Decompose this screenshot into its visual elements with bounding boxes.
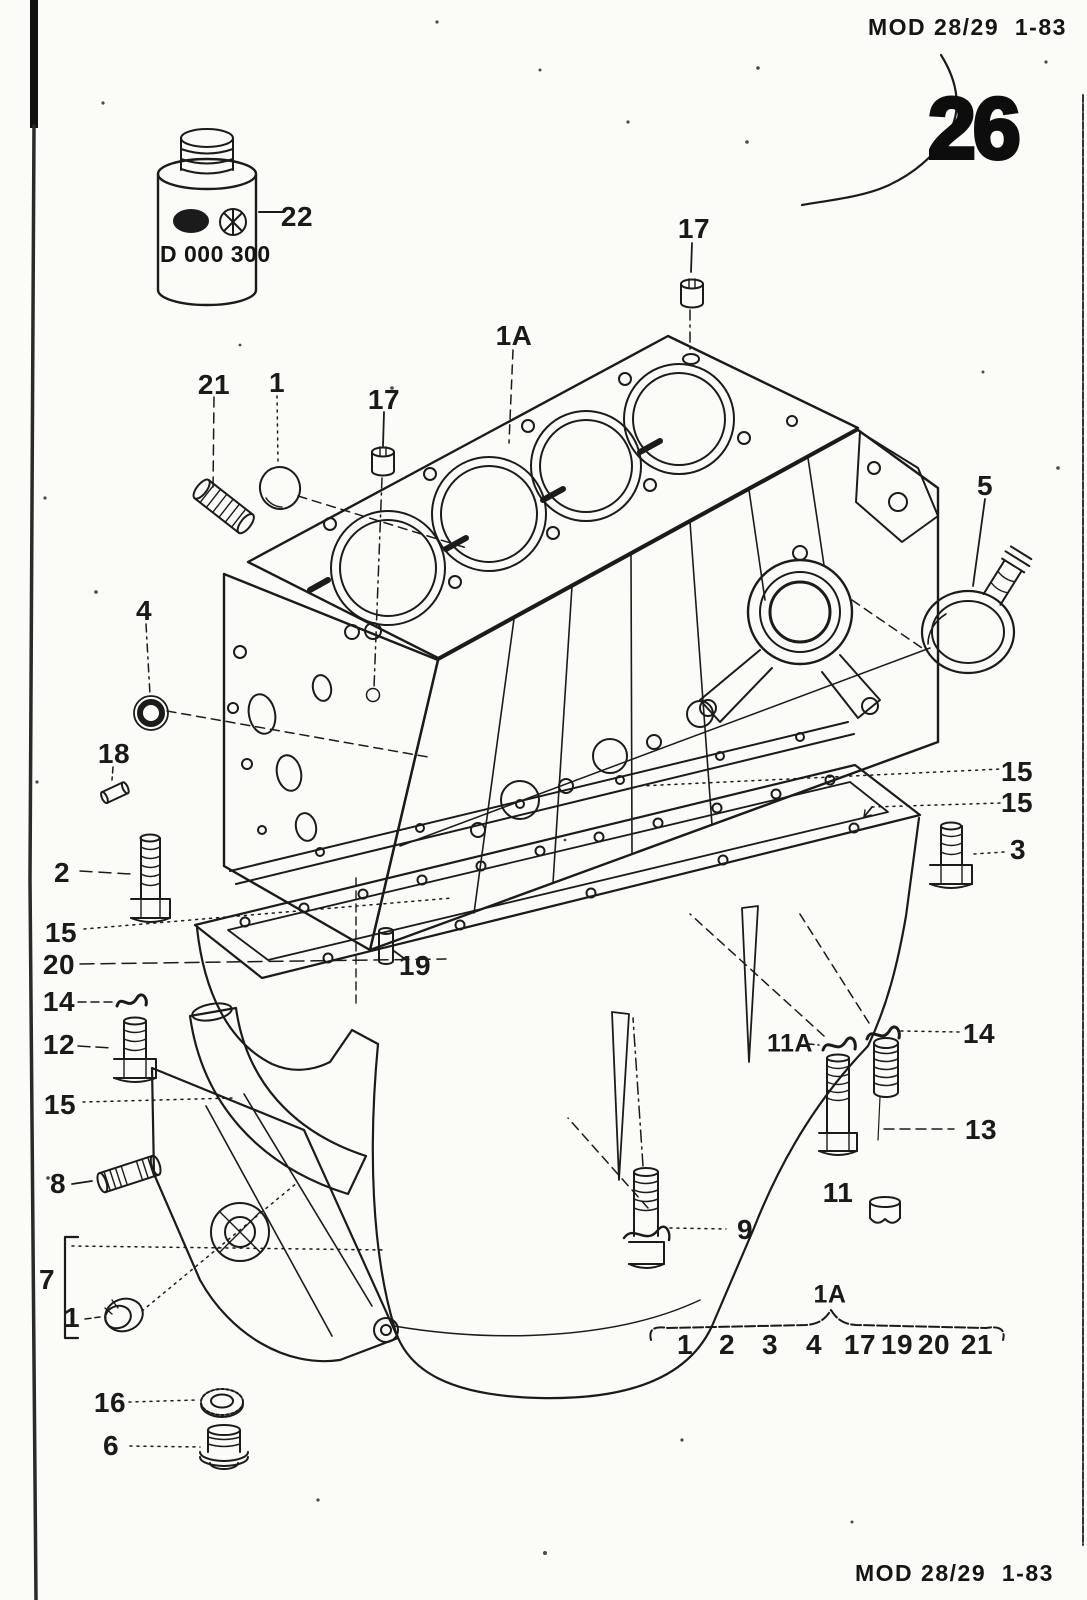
head-gasket-drawing [246,334,860,660]
dowel-17-top-drawing [680,278,704,309]
pin-19-drawing [378,927,394,965]
callout-17-mid: 17 [367,384,401,415]
oil-pan-drawing [195,816,921,1400]
crank-seal-flange [699,545,881,723]
bolt-12-drawing [113,1016,157,1083]
callout-15-right-upper: 15 [1000,756,1034,787]
callout-11: 11 [822,1177,854,1208]
left-scan-bar [28,0,38,1600]
legend-item-2: 2 [718,1329,736,1360]
callout-13: 13 [964,1114,998,1145]
callout-9: 9 [736,1214,754,1245]
dowel-17-mid-drawing [371,446,395,477]
callout-14-right: 14 [962,1018,996,1049]
cup-plug-1-drawing [104,1297,144,1333]
legend-group-label: 1A [813,1280,847,1309]
callout-1-bottom: 1 [63,1302,81,1333]
callout-20: 20 [42,949,76,980]
callout-14-left: 14 [42,986,76,1017]
corner-curve [800,53,958,207]
legend-item-3: 3 [761,1329,779,1360]
callout-5: 5 [976,470,994,501]
header-code: MOD 28/29 1-83 [868,14,1067,40]
plug-21-drawing [192,478,255,535]
cap-nut-11-drawing [869,1196,901,1224]
core-plug-1-top-drawing [258,466,302,510]
legend-brace [649,1309,1005,1341]
seal-5-drawing [920,545,1033,675]
callout-22: 22 [280,201,314,232]
callout-2: 2 [53,857,71,888]
oil-pan-gasket-drawing [193,763,922,980]
callout-19: 19 [398,950,432,981]
callout-7: 7 [38,1264,56,1295]
lock-washer-14-right-drawing [865,1025,901,1041]
plug-ring-4-drawing [133,695,169,731]
drain-plug-6-drawing [199,1424,249,1470]
legend-item-17: 17 [843,1329,877,1360]
bolt-2-drawing [130,833,171,923]
callout-16: 16 [93,1387,127,1418]
callout-1-top: 1 [268,367,286,398]
legend-item-19: 19 [880,1329,914,1360]
callout-21: 21 [197,369,231,400]
callout-15-left-lower: 15 [43,1089,77,1120]
footer-code: MOD 28/29 1-83 [855,1560,1054,1586]
bolt-3-drawing [929,821,973,889]
callout-15-right-lower: 15 [1000,787,1034,818]
stud-8-drawing [96,1154,162,1194]
legend-item-1: 1 [676,1329,694,1360]
oil-can-drawing [156,128,285,307]
legend-item-20: 20 [917,1329,951,1360]
seal-ring-16-drawing [200,1388,244,1418]
callout-4: 4 [135,595,153,626]
page-number: 26 [926,81,1023,177]
callout-11a: 11A [767,1029,813,1058]
legend-item-4: 4 [805,1329,823,1360]
lock-washer-11a-drawing [821,1036,857,1052]
callout-6: 6 [102,1430,120,1461]
engine-mount-bracket [150,1002,400,1363]
callout-17-top: 17 [677,213,711,244]
callout-15-left-upper: 15 [44,917,78,948]
pin-18-drawing [100,781,130,805]
callout-1a-top: 1A [495,320,533,351]
noise-specks [35,20,1060,1555]
engine-block-drawing [222,428,940,1006]
stud-13-drawing [873,1037,899,1141]
legend-item-21: 21 [960,1329,994,1360]
bolt-9-drawing [622,1167,671,1269]
oil-can-part-text: D 000 300 [160,241,271,267]
callout-8: 8 [49,1168,67,1199]
bolt-11-drawing [818,1053,858,1156]
lock-washer-14-left-drawing [115,993,148,1008]
callout-12: 12 [42,1029,76,1060]
leader-lines [63,242,1005,1448]
callout-3: 3 [1009,834,1027,865]
callout-18: 18 [97,738,131,769]
